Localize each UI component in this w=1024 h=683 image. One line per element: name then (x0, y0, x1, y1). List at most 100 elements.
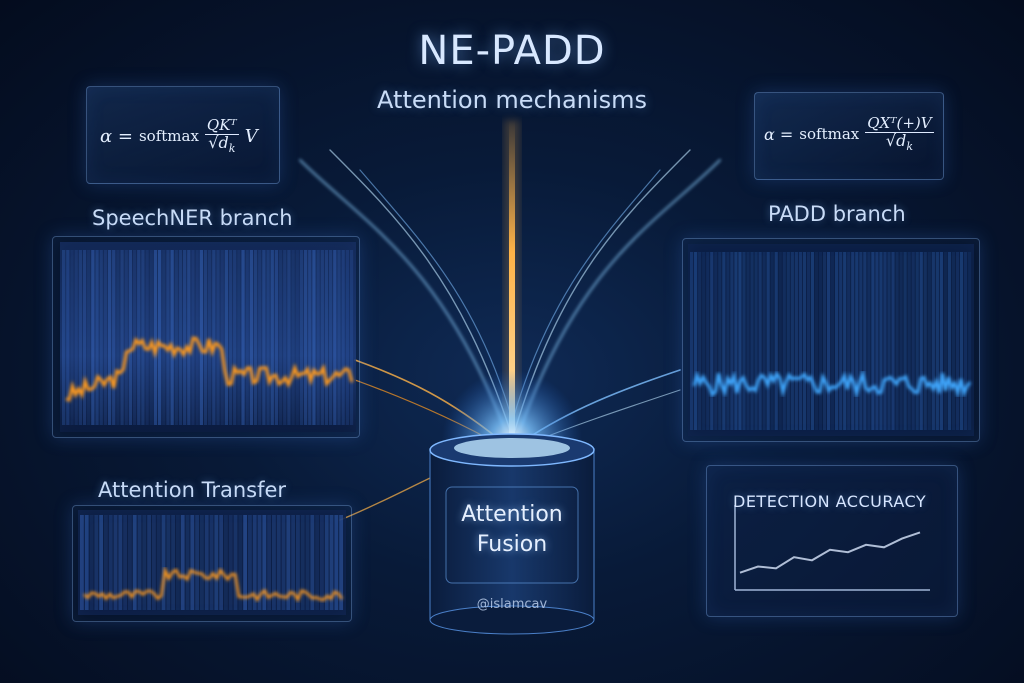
detection-accuracy-label: DETECTION ACCURACY (733, 492, 927, 511)
spectrogram-column (851, 252, 855, 430)
spectrogram-column (818, 252, 823, 430)
spectrogram-column (267, 515, 272, 610)
spectrogram-column (174, 250, 178, 425)
spectrogram-column (923, 252, 927, 430)
spectrogram-column (734, 252, 738, 430)
spectrogram-column (316, 250, 320, 425)
spectrogram-column (839, 252, 843, 430)
formula-fn: softmax (138, 127, 199, 146)
spectrogram-column (171, 515, 176, 610)
spectrogram-column (128, 515, 132, 610)
spectrogram-column (141, 250, 145, 425)
spectrogram-column (156, 515, 161, 610)
spectrogram-column (341, 250, 345, 425)
spectrogram-column (963, 252, 968, 430)
spectrogram-column (95, 250, 99, 425)
spectrogram-column (722, 252, 726, 430)
spectrogram-column (243, 515, 248, 610)
spectrogram-column (951, 252, 956, 430)
spectrogram-column (790, 252, 794, 430)
page-title: NE-PADD (418, 28, 606, 74)
spectrogram-column (810, 252, 815, 430)
spectrogram-column (754, 252, 758, 430)
spectrogram-column (112, 250, 116, 425)
spectrogram-column (690, 252, 694, 430)
spectrogram-column (149, 250, 153, 425)
spectrogram-column (278, 250, 283, 425)
spectrogram-column (123, 515, 128, 610)
spectrogram-column (296, 515, 300, 610)
spectrogram-column (794, 252, 798, 430)
spectrogram-column (333, 250, 337, 425)
formula-den-root: √d (885, 130, 907, 150)
spectrogram-column (806, 252, 811, 430)
spectrogram-column (814, 252, 819, 430)
spectrogram-column (847, 252, 851, 430)
spectrogram-column (967, 252, 972, 430)
spectrogram-column (291, 250, 295, 425)
spectrogram-column (266, 250, 270, 425)
spectrogram-column (843, 252, 847, 430)
spectrogram-column (742, 252, 746, 430)
spectrogram-column (99, 250, 103, 425)
spectrogram-column (766, 252, 770, 430)
spectrogram-column (132, 250, 137, 425)
spectrogram-column (185, 515, 190, 610)
spectrogram-column (120, 250, 124, 425)
spectrogram-column (308, 250, 312, 425)
spectrogram-column (859, 252, 863, 430)
spectrogram-column (947, 252, 952, 430)
spectrogram-column (315, 515, 320, 610)
right-formula: α = softmax QXᵀ(+)V √dk (764, 115, 934, 153)
page-subtitle: Attention mechanisms (377, 86, 647, 114)
spectrogram-column (276, 515, 281, 610)
attention-transfer-label: Attention Transfer (98, 478, 287, 502)
spectrogram-column (132, 515, 137, 610)
padd-spectrogram-art (688, 244, 974, 436)
spectrogram-column (82, 250, 87, 425)
right-formula-card (754, 92, 944, 180)
spectrogram-column (147, 515, 152, 610)
spectrogram-column (103, 250, 108, 425)
formula-denominator: √dk (885, 130, 913, 153)
spectrogram-column (710, 252, 714, 430)
spectrogram-column (78, 250, 83, 425)
spectrogram-column (89, 515, 94, 610)
spectrogram-column (883, 252, 887, 430)
spectrogram-column (180, 515, 185, 610)
fusion-line-2: Fusion (476, 531, 548, 557)
spectrogram-column (262, 250, 266, 425)
formula-den-root: √d (208, 132, 229, 152)
spectrogram-column (774, 252, 778, 430)
spectrogram-column (283, 250, 287, 425)
spectrogram-column (124, 250, 128, 425)
spectrogram-column (339, 515, 344, 610)
spectrogram-column (195, 515, 200, 610)
spectrogram-column (204, 515, 209, 610)
spectrogram-column (939, 252, 943, 430)
watermark: @islamcav (476, 597, 548, 612)
spectrogram-column (855, 252, 859, 430)
spectrogram-column (178, 250, 183, 425)
spectrogram-column (349, 250, 354, 425)
formula-lhs: α = (100, 125, 133, 147)
spectrogram-column (212, 250, 216, 425)
spectrogram-column (329, 515, 334, 610)
spectrogram-column (959, 252, 964, 430)
spectrogram-column (253, 250, 258, 425)
spectrogram-column (726, 252, 730, 430)
spectrogram-column (746, 252, 750, 430)
spectrogram-column (70, 250, 74, 425)
spectrogram-column (310, 515, 315, 610)
spectrogram-column (863, 252, 867, 430)
spectrogram-column (867, 252, 871, 430)
spectrogram-column (871, 252, 875, 430)
formula-denominator: √dk (208, 132, 235, 155)
transfer-spectrogram-panel (72, 505, 352, 622)
spectrogram-column (238, 515, 243, 610)
spectrogram-column (931, 252, 935, 430)
spectrogram-column (153, 250, 158, 425)
spectrogram-column (208, 250, 212, 425)
spectrogram-column (281, 515, 286, 610)
